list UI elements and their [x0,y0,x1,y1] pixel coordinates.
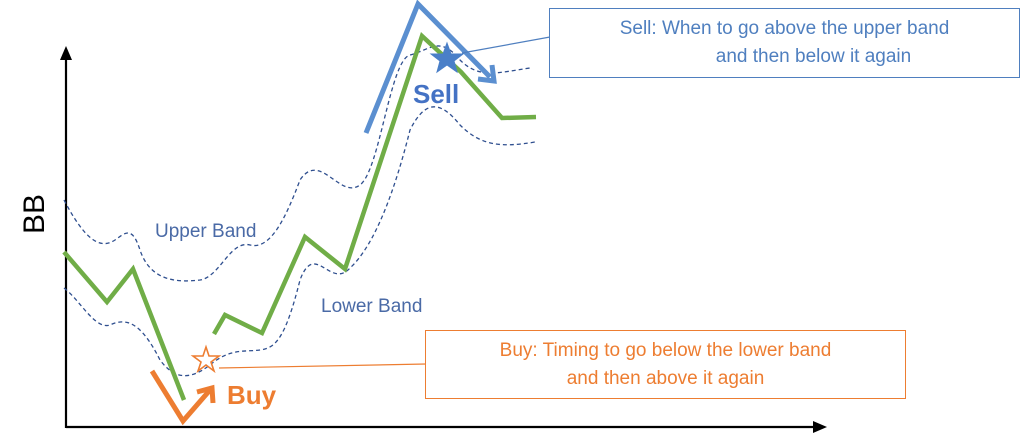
upper-band-label: Upper Band [155,221,256,242]
buy-callout-line1: Buy: Timing to go below the lower band [499,340,832,361]
buy-arrow [149,369,212,426]
buy-callout-connector [218,363,427,369]
sell-arrowhead [477,64,497,84]
buy-callout-line2: and then above it again [566,368,765,389]
buy-arrowhead [196,384,216,404]
lower-band-line [63,106,536,377]
x-axis-arrowhead [813,421,827,433]
upper-band-line [63,45,531,282]
lower-band-label: Lower Band [321,296,422,317]
sell-callout-line2: and then below it again [715,46,912,67]
sell-callout-connector [461,36,551,54]
sell-callout-box: Sell: When to go above the upper band an… [549,8,1020,78]
price-line-left [62,250,187,401]
y-axis-label: BB [18,194,51,234]
buy-label: Buy [227,380,277,410]
buy-callout-box: Buy: Timing to go below the lower band a… [425,330,906,399]
price-line-right [212,31,537,337]
sell-label: Sell [413,79,459,109]
buy-star-icon [190,344,222,374]
sell-callout-line1: Sell: When to go above the upper band [619,18,950,39]
sell-star-icon [429,41,465,74]
y-axis-arrowhead [60,46,72,60]
